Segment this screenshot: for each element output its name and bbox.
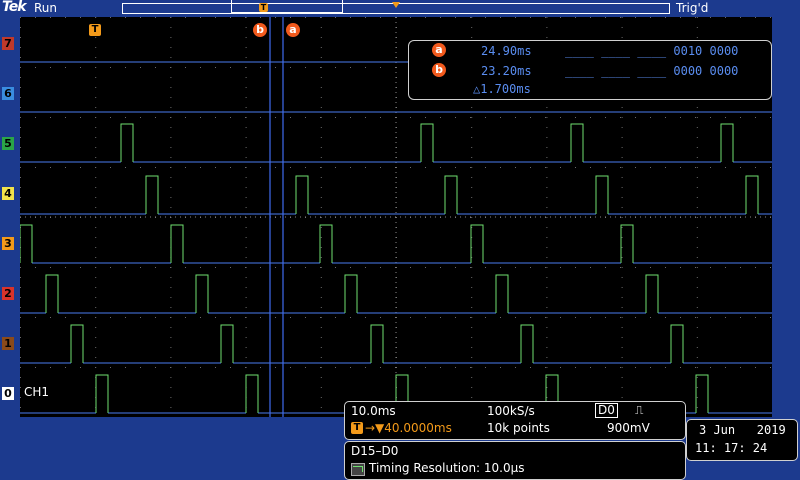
cursor-b-time: 23.20ms [481,64,532,78]
trace-pulse [319,224,333,263]
trace-pulse [145,175,159,214]
trigger-level: 900mV [607,421,650,435]
channel-2-label[interactable]: 2 [2,287,14,300]
trigger-position-arrow-icon [392,2,400,8]
trace-pulse [220,324,234,363]
trace-pulse [20,224,33,263]
trace-pulse [370,324,384,363]
channel-4-label[interactable]: 4 [2,187,14,200]
time-per-division: 10.0ms [351,404,396,418]
timebase-panel[interactable]: 10.0ms 100kS/s D0 ⎍ T →▼40.0000ms 10k po… [344,401,686,440]
trace-pulse [120,123,134,162]
trigger-position: →▼40.0000ms [365,421,452,435]
channel-1-label[interactable]: 1 [2,337,14,350]
cursor-a-time: 24.90ms [481,44,532,58]
trace-pulse [420,123,434,162]
trace-pulse [620,224,634,263]
trace-pulse [595,175,609,214]
digital-group-name: D15–D0 [351,444,399,458]
trace-pulse [645,274,659,313]
trace-pulse [195,274,209,313]
trace-pulse [720,123,734,162]
datetime-panel: 3 Jun 2019 11: 17: 24 [686,419,798,461]
trace-pulse [245,374,259,413]
trace-pulse [395,374,409,413]
trace-pulse [695,374,709,413]
trace-pulse [745,175,759,214]
trace-pulse [344,274,358,313]
trigger-marker-icon: T [351,422,363,434]
record-trigger-position-icon: T [259,3,268,12]
trace-pulse [45,274,59,313]
brand-logo: Tek [2,0,27,15]
trace-pulse [495,274,509,313]
cursor-a-bits: ____ ____ ____ 0010 0000 [565,44,739,58]
trace-pulse [170,224,184,263]
waveform-display [20,17,772,417]
trigger-slope-icon: ⎍ [635,403,644,417]
trace-pulse [470,224,484,263]
channel-5-label[interactable]: 5 [2,137,14,150]
trace-pulse [545,374,559,413]
cursor-delta-time: △1.700ms [473,82,531,96]
cursor-lines[interactable] [269,17,284,417]
record-length: 10k points [487,421,550,435]
cursor-b-readout-badge: b [432,63,446,77]
trigger-source: D0 [595,403,618,418]
channel-3-label[interactable]: 3 [2,237,14,250]
sample-rate: 100kS/s [487,404,535,418]
trace-pulse [444,175,458,214]
trace-pulse [570,123,584,162]
trace-pulse [70,324,84,363]
top-status-bar [0,0,800,17]
trigger-time-marker-icon[interactable]: T [89,24,101,36]
cursor-a-badge[interactable]: a [286,23,300,37]
timing-resolution-icon [351,463,365,476]
channel-0-label[interactable]: 0 [2,387,14,400]
record-view-window[interactable] [231,0,343,13]
cursor-b-badge[interactable]: b [253,23,267,37]
analog-channel-label: CH1 [24,385,50,399]
channel-7-label[interactable]: 7 [2,37,14,50]
time-display: 11: 17: 24 [695,441,768,455]
timing-resolution: Timing Resolution: 10.0μs [369,461,525,475]
trace-pulse [295,175,309,214]
trigger-status: Trig'd [676,1,709,15]
grid-dots [20,17,772,417]
cursor-a-readout-badge: a [432,43,446,57]
channel-6-label[interactable]: 6 [2,87,14,100]
digital-group-panel[interactable]: D15–D0 Timing Resolution: 10.0μs [344,441,686,480]
cursor-b-bits: ____ ____ ____ 0000 0000 [565,64,739,78]
date-display: 3 Jun 2019 [699,423,786,437]
trace-pulse [520,324,534,363]
trace-pulse [95,374,109,413]
run-status[interactable]: Run [34,1,58,15]
trace-pulse [670,324,684,363]
cursor-readout-panel[interactable]: a 24.90ms ____ ____ ____ 0010 0000 b 23.… [408,40,772,100]
